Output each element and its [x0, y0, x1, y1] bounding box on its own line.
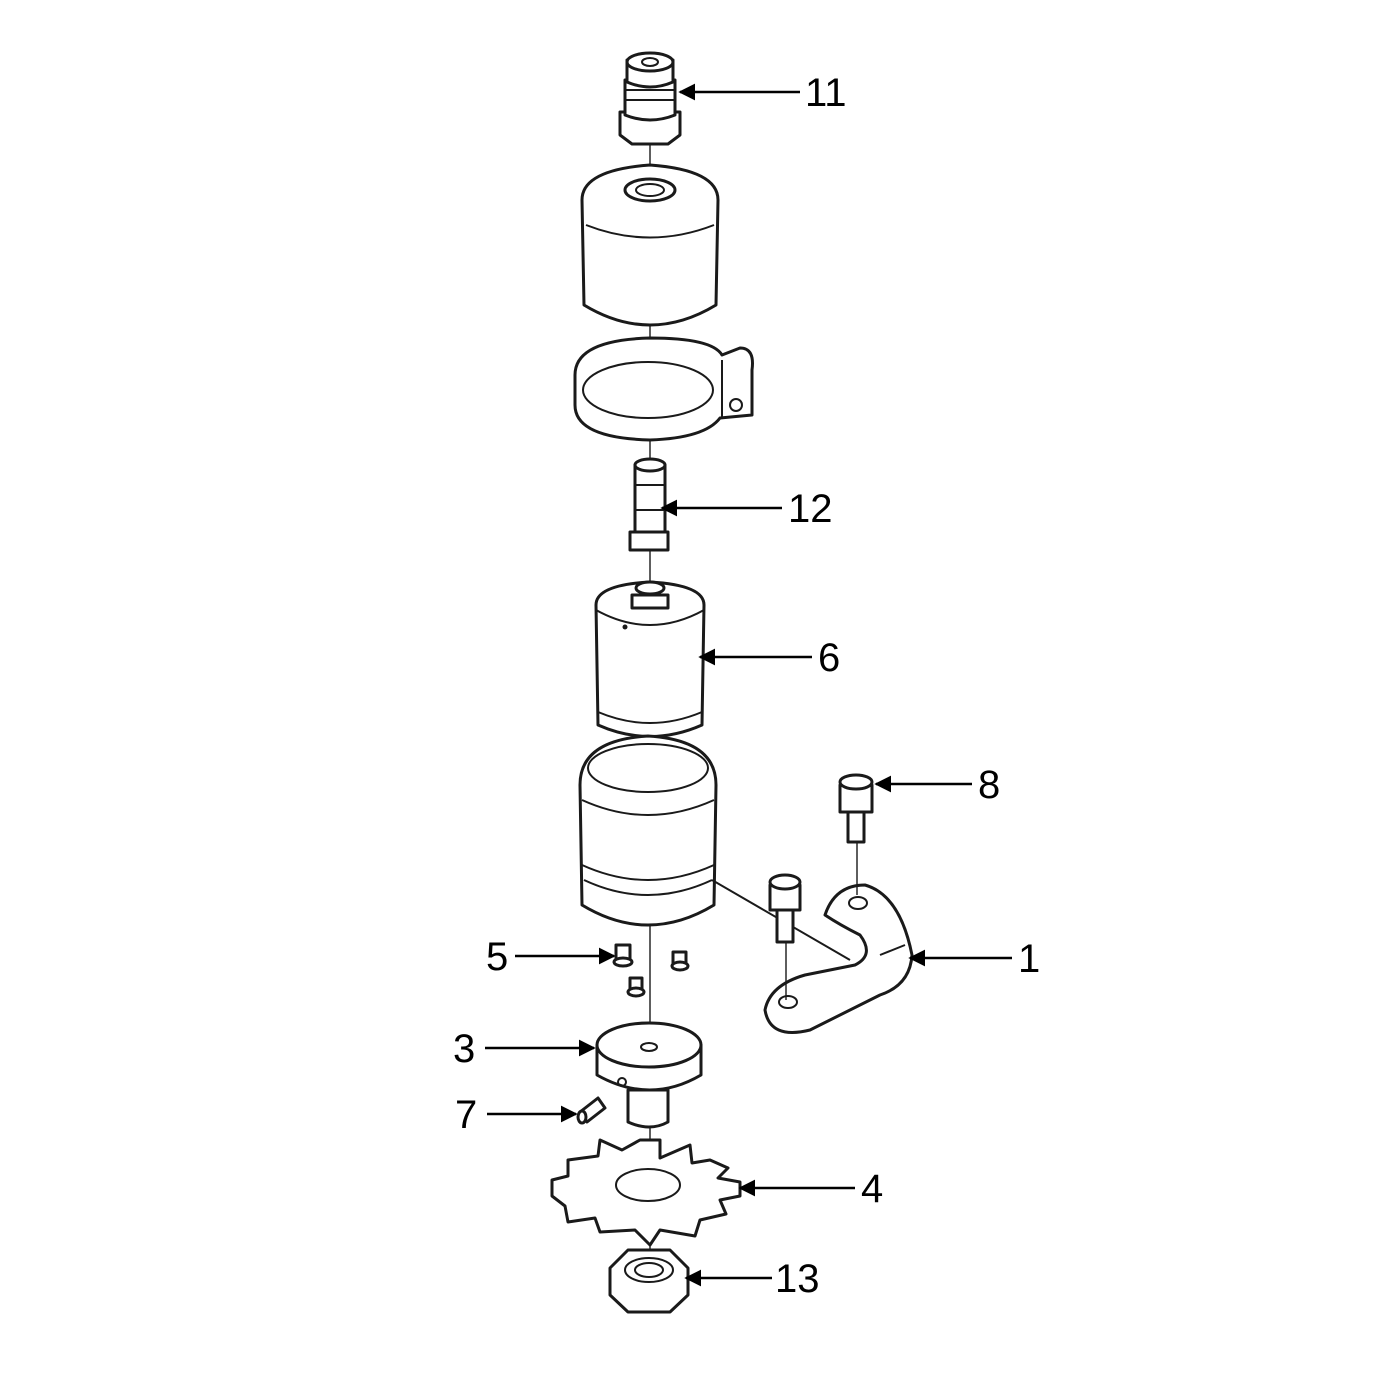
callout-8: 8 — [874, 763, 1000, 807]
clamp-ring — [573, 336, 754, 442]
callout-7: 7 — [455, 1093, 578, 1137]
callout-8-label: 8 — [978, 763, 1000, 807]
shaft-part-12 — [628, 457, 670, 552]
callout-6: 6 — [698, 636, 840, 680]
hex-nut-part-13 — [608, 1248, 690, 1314]
small-screws-part-5 — [612, 943, 690, 998]
callout-1: 1 — [908, 937, 1040, 981]
callout-5: 5 — [486, 935, 616, 979]
callout-11-label: 11 — [805, 71, 847, 115]
callout-12: 12 — [660, 487, 833, 531]
mounting-bracket-part-1 — [763, 883, 914, 1034]
sensor-housing — [578, 734, 851, 961]
callout-3-label: 3 — [453, 1027, 475, 1071]
callout-6-label: 6 — [818, 636, 840, 680]
cap-screw-part-8 — [768, 773, 874, 1000]
callout-13-label: 13 — [775, 1257, 820, 1301]
sprocket-part-4 — [550, 1138, 742, 1247]
sensor-cover-cap — [580, 163, 720, 327]
callout-11: 11 — [678, 71, 847, 115]
callout-7-label: 7 — [455, 1093, 477, 1137]
callout-5-label: 5 — [486, 935, 508, 979]
callout-12-label: 12 — [788, 487, 833, 531]
callout-4: 4 — [738, 1167, 883, 1211]
callout-13: 13 — [684, 1257, 820, 1301]
callout-4-label: 4 — [861, 1167, 883, 1211]
sensor-body-part-6 — [594, 580, 706, 754]
callout-1-label: 1 — [1018, 937, 1040, 981]
cable-gland-part-11 — [618, 51, 682, 146]
coupling-hub-part-3 — [595, 1021, 703, 1129]
set-screw-part-7 — [576, 1096, 607, 1125]
callout-3: 3 — [453, 1027, 596, 1071]
